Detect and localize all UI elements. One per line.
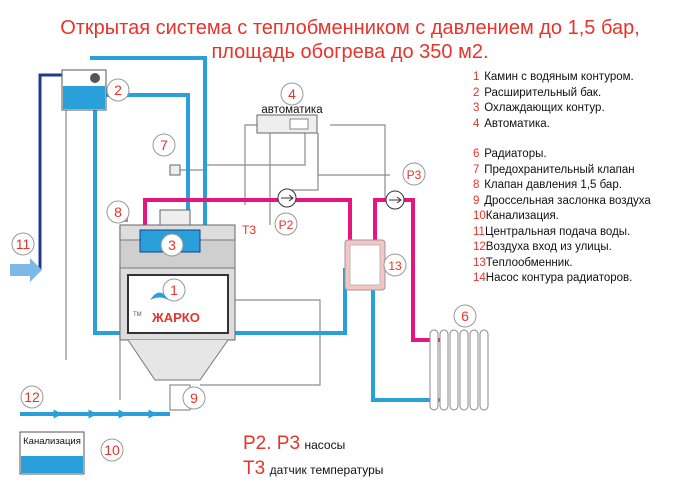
sensor-code: T3 [243, 458, 266, 479]
legend-item: 7 Предохранительный клапан [473, 163, 635, 176]
brand-logo: ЖАРКО TM [133, 292, 200, 325]
callout-6 [453, 304, 477, 328]
callout-3 [160, 233, 184, 257]
legend-item: 4 Автоматика. [473, 117, 550, 130]
label-1: 1 [170, 282, 178, 298]
label-10: 10 [104, 442, 120, 458]
legend-item: 12Воздуха вход из улицы. [473, 241, 612, 253]
callout-1 [162, 278, 186, 302]
label-8: 8 [114, 204, 122, 220]
pumps-text: насосы [304, 438, 346, 452]
pumps-code: P2. P3 [243, 433, 301, 454]
sensor-text: датчик температуры [269, 463, 384, 477]
safety-valve-body [169, 164, 181, 176]
automation-panel [256, 114, 318, 134]
legend-item: 3 Охлаждающих контур. [473, 102, 605, 114]
label-2: 2 [114, 82, 122, 98]
water-supply-pipe [38, 73, 62, 270]
label-3: 3 [168, 237, 176, 253]
label-6: 6 [461, 308, 469, 324]
brand-name: ЖАРКО [151, 310, 200, 325]
heat-exchanger [344, 239, 386, 291]
water-inlet-arrow [10, 258, 42, 282]
legend-item: 8 Клапан давления 1,5 бар. [473, 179, 622, 191]
callout-4 [280, 82, 304, 106]
callout-2 [106, 78, 130, 102]
label-13: 13 [388, 259, 402, 273]
label-t3: T3 [242, 223, 256, 237]
callout-11 [11, 232, 35, 256]
label-11: 11 [16, 236, 31, 252]
callout-12 [20, 385, 44, 409]
callout-8 [106, 200, 130, 224]
label-p2: P2 [279, 218, 294, 232]
legend-item: 11Центральная подача воды. [473, 225, 631, 238]
label-12: 12 [24, 389, 40, 405]
legend-item: 6 Радиаторы. [473, 148, 547, 160]
label-4: 4 [288, 86, 296, 102]
legend-item: 10Канализация. [473, 210, 559, 222]
legend-item: 14Насос контура радиаторов. [473, 272, 633, 284]
diagram-title-line2: площадь обогрева до 350 м2. [211, 41, 489, 63]
callout-7 [152, 133, 176, 157]
sewer-tank [19, 431, 85, 475]
diagram-title-line1: Открытая система с теплобменником с давл… [60, 17, 640, 39]
legend: 1 Камин с водяным контуром. 2 Расширител… [473, 70, 651, 287]
radiators [429, 329, 489, 411]
callout-p2 [274, 212, 298, 236]
callout-10 [100, 438, 124, 462]
legend-item: 2 Расширительный бак. [473, 86, 602, 99]
legend-item: 13Теплообменник. [473, 256, 573, 269]
callout-13 [383, 253, 407, 277]
pump-p2 [277, 188, 297, 208]
callout-9 [182, 386, 206, 410]
label-p3: P3 [407, 168, 422, 182]
legend-item: 1 Камин с водяным контуром. [473, 71, 634, 83]
expansion-tank [61, 69, 107, 111]
sewer-label: Канализация [23, 436, 81, 447]
notes: P2. P3 насосы T3 датчик температуры [243, 432, 383, 482]
automation-label: автоматика [261, 104, 323, 116]
callout-p3 [402, 162, 426, 186]
hot-pipes [143, 198, 440, 342]
brand-tm: TM [133, 312, 142, 318]
label-7: 7 [160, 137, 168, 153]
legend-item: 9 Дроссельная заслонка воздуха [473, 194, 651, 207]
label-9: 9 [190, 390, 198, 406]
pump-p3 [385, 190, 405, 210]
